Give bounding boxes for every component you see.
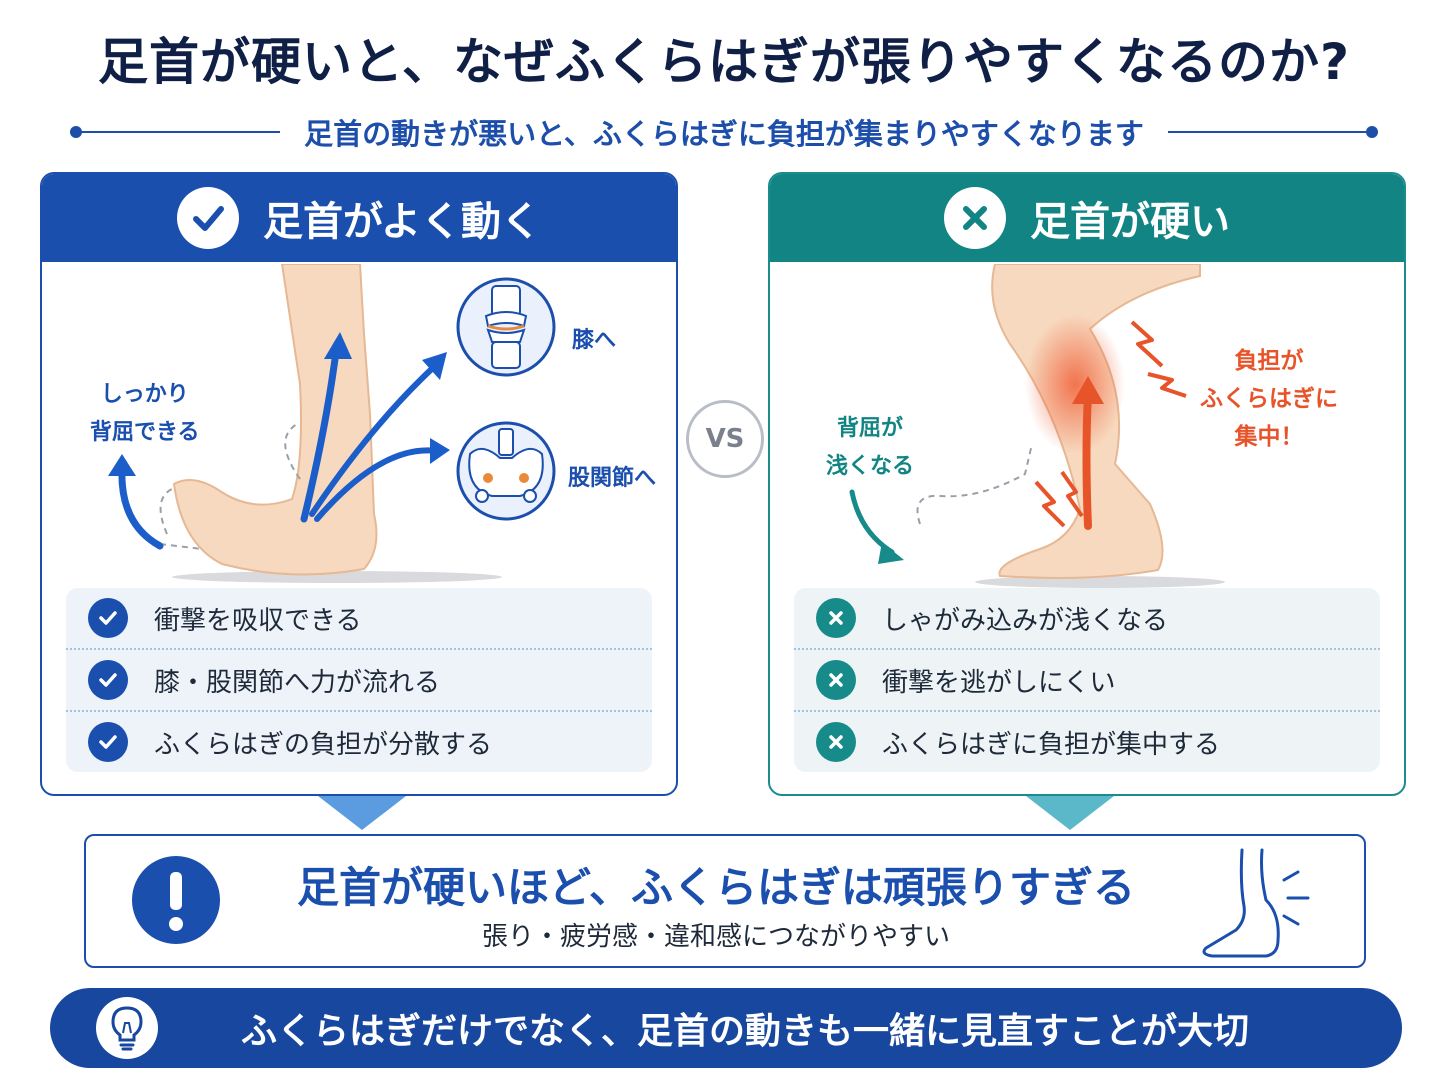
shallow-dorsiflexion-line1: 背屈が xyxy=(837,416,904,441)
list-item-label: ふくらはぎの負担が分散する xyxy=(154,729,493,760)
good-ankle-header: 足首がよく動く xyxy=(42,174,676,262)
check-icon xyxy=(177,187,239,249)
list-item-label: 膝・股関節へ力が流れる xyxy=(154,667,441,698)
list-item: しゃがみ込みが浅くなる xyxy=(794,588,1380,650)
dorsiflexion-label-line2: 背屈できる xyxy=(90,420,200,445)
calf-load-line2: ふくらはぎに xyxy=(1200,386,1338,412)
stiff-ankle-panel: 足首が硬い 背屈が 浅くなる xyxy=(768,172,1406,796)
down-arrow-right-icon xyxy=(1026,796,1114,830)
subtitle-row: 足首の動きが悪いと、ふくらはぎに負担が集まりやすくなります xyxy=(70,110,1378,154)
conclusion-sub: 張り・疲労感・違和感につながりやすい xyxy=(481,922,950,952)
calf-load-line1: 負担が xyxy=(1234,348,1304,374)
lightbulb-icon xyxy=(96,997,158,1059)
dorsiflexion-label-line1: しっかり xyxy=(100,382,189,407)
shallow-dorsiflexion-line2: 浅くなる xyxy=(826,454,915,479)
subtitle: 足首の動きが悪いと、ふくらはぎに負担が集まりやすくなります xyxy=(304,117,1144,151)
calf-load-line3: 集中！ xyxy=(1234,424,1304,450)
dorsiflexion-label: しっかり 背屈できる xyxy=(90,376,200,452)
vs-badge: VS xyxy=(686,400,764,478)
exclamation-icon xyxy=(132,856,220,944)
list-item: 衝撃を吸収できる xyxy=(66,588,652,650)
bottom-banner: ふくらはぎだけでなく、足首の動きも一緒に見直すことが大切 xyxy=(50,988,1402,1068)
list-item: 膝・股関節へ力が流れる xyxy=(66,650,652,712)
list-item-label: 衝撃を逃がしにくい xyxy=(882,667,1116,698)
subtitle-line-left xyxy=(70,126,281,138)
conclusion-main: 足首が硬いほど、ふくらはぎは頑張りすぎる xyxy=(297,863,1135,912)
check-icon xyxy=(88,660,128,700)
good-ankle-panel: 足首がよく動く xyxy=(40,172,678,796)
stiff-ankle-header: 足首が硬い xyxy=(770,174,1404,262)
flexible-foot-illustration xyxy=(108,263,556,583)
list-item-label: ふくらはぎに負担が集中する xyxy=(882,729,1221,760)
list-item-label: しゃがみ込みが浅くなる xyxy=(882,605,1169,636)
stiff-ankle-title: 足首が硬い xyxy=(1030,199,1230,245)
page-title: 足首が硬いと、なぜふくらはぎが張りやすくなるのか? xyxy=(97,33,1350,91)
hip-label: 股関節へ xyxy=(568,466,657,491)
subtitle-line-right xyxy=(1167,126,1378,138)
stiff-foot-illustration xyxy=(849,263,1225,588)
good-ankle-benefit-list: 衝撃を吸収できる 膝・股関節へ力が流れる ふくらはぎの負担が分散する xyxy=(66,588,652,772)
good-ankle-illustration: しっかり 背屈できる 膝へ 股関節へ xyxy=(42,263,676,594)
stiff-ankle-problem-list: しゃがみ込みが浅くなる 衝撃を逃がしにくい ふくらはぎに負担が集中する xyxy=(794,588,1380,772)
x-icon xyxy=(944,187,1006,249)
x-icon xyxy=(816,722,856,762)
subtitle-dot-right xyxy=(1366,126,1378,138)
down-arrow-left-icon xyxy=(318,796,406,830)
list-item: 衝撃を逃がしにくい xyxy=(794,650,1380,712)
stiff-ankle-illustration: 背屈が 浅くなる 負担が ふくらはぎに 集中！ xyxy=(770,263,1404,594)
shallow-dorsiflexion-label: 背屈が 浅くなる xyxy=(826,410,914,486)
list-item-label: 衝撃を吸収できる xyxy=(154,605,362,636)
pelvis-icon xyxy=(456,421,556,521)
calf-load-label: 負担が ふくらはぎに 集中！ xyxy=(1200,342,1338,456)
bottom-banner-text: ふくらはぎだけでなく、足首の動きも一緒に見直すことが大切 xyxy=(240,1011,1249,1052)
subtitle-dot-left xyxy=(70,126,82,138)
list-item: ふくらはぎに負担が集中する xyxy=(794,712,1380,772)
x-icon xyxy=(816,598,856,638)
foot-pain-icon xyxy=(1202,848,1310,958)
good-ankle-title: 足首がよく動く xyxy=(263,199,541,245)
knee-label: 膝へ xyxy=(572,328,617,353)
knee-joint-icon xyxy=(456,277,556,377)
conclusion-box: 足首が硬いほど、ふくらはぎは頑張りすぎる 張り・疲労感・違和感につながりやすい xyxy=(84,834,1366,968)
check-icon xyxy=(88,598,128,638)
check-icon xyxy=(88,722,128,762)
x-icon xyxy=(816,660,856,700)
list-item: ふくらはぎの負担が分散する xyxy=(66,712,652,772)
